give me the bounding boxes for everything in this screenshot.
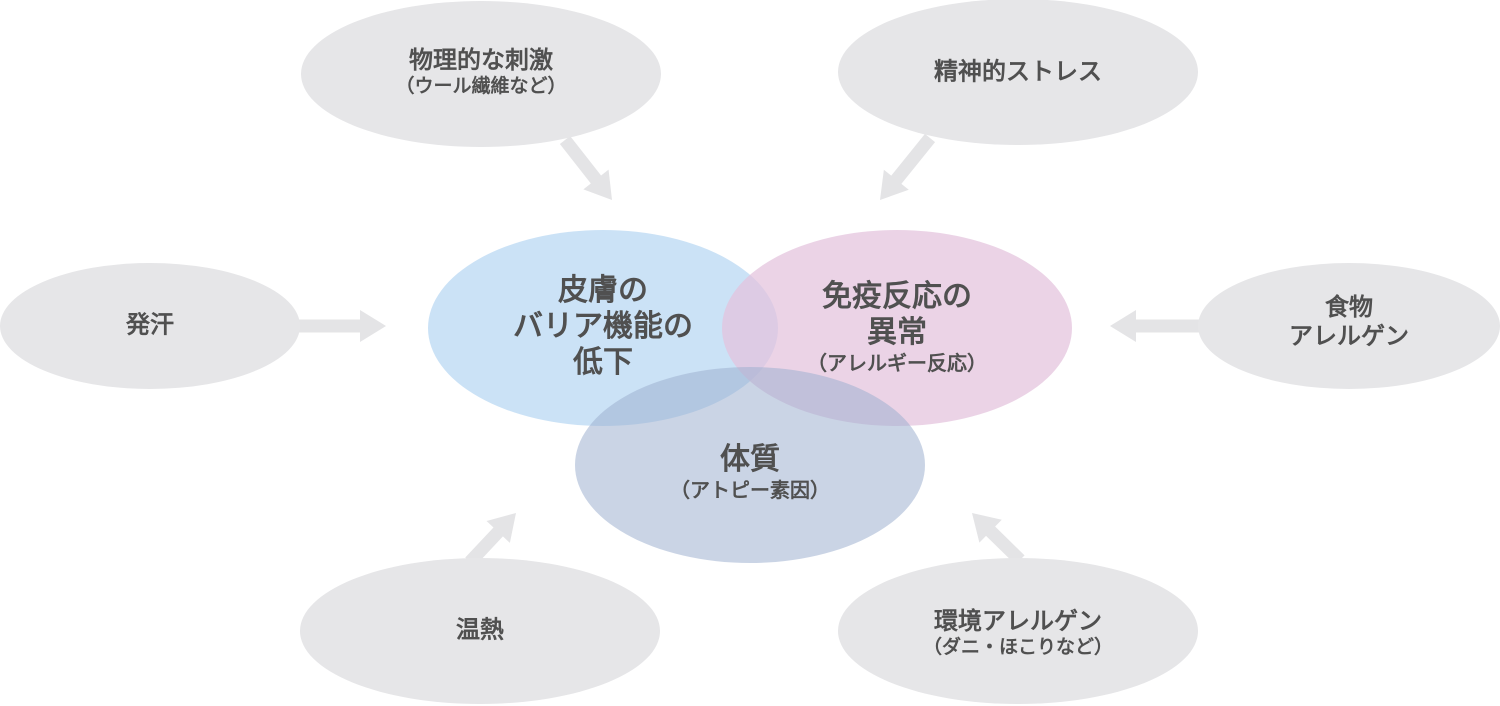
venn-constitution bbox=[575, 367, 925, 563]
immune-abnormality-label: 免疫反応の 異常 （アレルギー反応） bbox=[807, 279, 987, 375]
physical-stimulus-subtitle: （ウール繊維など） bbox=[395, 75, 567, 97]
factor-ellipse-mental-stress bbox=[838, 0, 1198, 145]
food-allergen-line-2: アレルゲン bbox=[1289, 322, 1409, 350]
arrow-environmental-allergen-icon bbox=[972, 513, 1025, 565]
immune-subtitle: （アレルギー反応） bbox=[807, 351, 987, 375]
skin-barrier-label: 皮膚の バリア機能の 低下 bbox=[513, 273, 693, 381]
skin-barrier-line-2: バリア機能の bbox=[513, 309, 693, 344]
physical-stimulus-title: 物理的な刺激 bbox=[408, 46, 553, 75]
food-allergen-line-1: 食物 bbox=[1325, 293, 1373, 322]
skin-barrier-line-3: 低下 bbox=[573, 345, 633, 380]
immune-line-2: 異常 bbox=[867, 315, 927, 350]
factor-label-mental-stress: 精神的ストレス bbox=[934, 58, 1102, 87]
constitution-subtitle: （アトピー素因） bbox=[670, 478, 830, 502]
factor-label-sweating: 発汗 bbox=[126, 311, 174, 340]
sweating-title: 発汗 bbox=[126, 310, 174, 339]
arrow-physical-stimulus-icon bbox=[559, 135, 612, 200]
heat-title: 温熱 bbox=[456, 615, 504, 644]
factor-ellipse-sweating bbox=[0, 263, 300, 389]
factor-ellipse-heat bbox=[300, 558, 660, 704]
factor-ellipse-food-allergen bbox=[1198, 263, 1500, 389]
environmental-allergen-subtitle: （ダニ・ほこりなど） bbox=[922, 636, 1114, 658]
arrow-heat-icon bbox=[465, 513, 516, 567]
factor-ellipse-physical-stimulus bbox=[301, 1, 661, 147]
factor-label-food-allergen: 食物 アレルゲン bbox=[1289, 293, 1409, 351]
arrow-mental-stress-icon bbox=[880, 133, 936, 200]
constitution-label: 体質 （アトピー素因） bbox=[670, 442, 830, 502]
immune-line-1: 免疫反応の bbox=[822, 279, 972, 314]
factor-label-physical-stimulus: 物理的な刺激 （ウール繊維など） bbox=[395, 46, 566, 98]
arrow-sweating-icon bbox=[298, 310, 386, 342]
factor-label-environmental-allergen: 環境アレルゲン （ダニ・ほこりなど） bbox=[923, 607, 1113, 659]
arrow-food-allergen-icon bbox=[1110, 310, 1200, 342]
mental-stress-title: 精神的ストレス bbox=[934, 57, 1102, 86]
factor-label-heat: 温熱 bbox=[456, 616, 504, 645]
constitution-line-1: 体質 bbox=[720, 442, 780, 477]
environmental-allergen-title: 環境アレルゲン bbox=[933, 607, 1102, 636]
factor-ellipse-environmental-allergen bbox=[838, 558, 1198, 704]
skin-barrier-line-1: 皮膚の bbox=[558, 273, 648, 308]
